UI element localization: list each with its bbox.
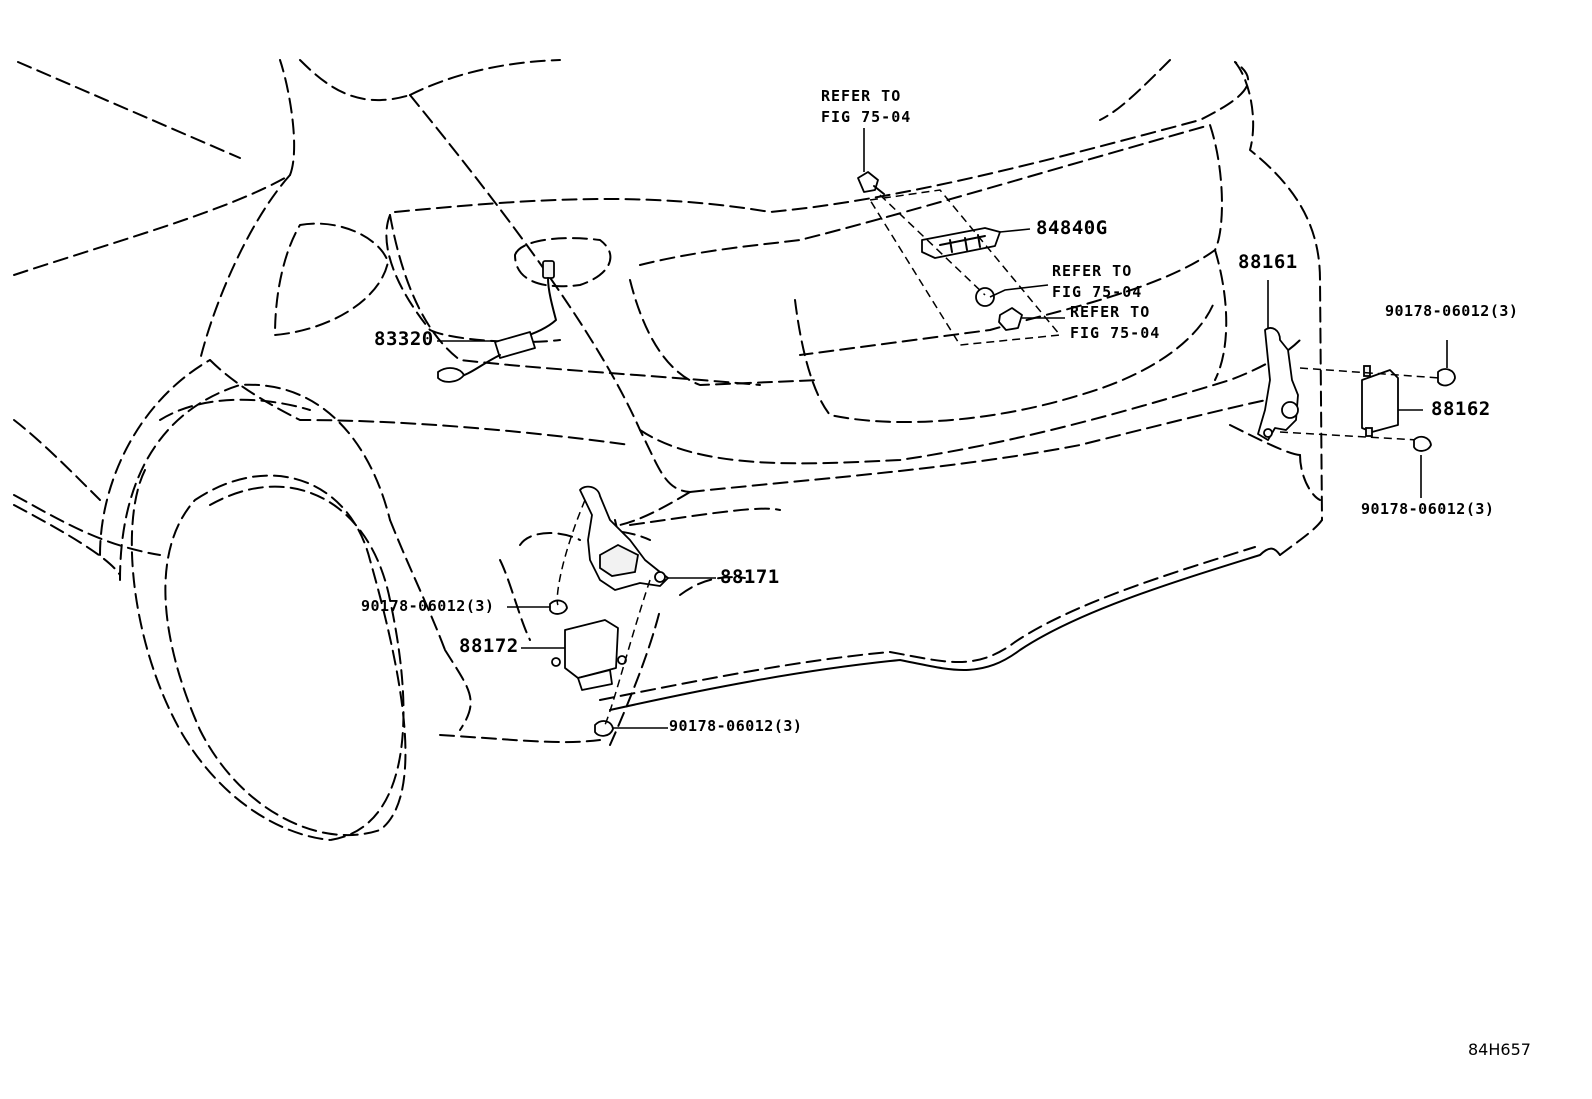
part-88172-sensor xyxy=(549,499,651,737)
callout-88162: 88162 xyxy=(1431,398,1491,420)
refer-to-fig-low: REFER TO FIG 75-04 xyxy=(1070,302,1160,344)
part-88171-bracket xyxy=(579,485,669,591)
callout-clip-right-bottom: 90178-06012(3) xyxy=(1361,500,1495,518)
callout-clip-left-lower: 90178-06012(3) xyxy=(669,717,803,735)
callout-88172: 88172 xyxy=(459,635,519,657)
refer-to-fig-top: REFER TO FIG 75-04 xyxy=(821,86,911,128)
vehicle-body-outline xyxy=(13,59,1323,841)
part-84840g-switch xyxy=(857,171,1062,346)
callout-84840g: 84840G xyxy=(1036,217,1108,239)
refer-text: REFER TO xyxy=(1052,262,1133,280)
refer-to-fig-mid: REFER TO FIG 75-04 xyxy=(1052,261,1142,303)
callout-83320: 83320 xyxy=(374,328,434,350)
fig-ref-text: FIG 75-04 xyxy=(821,108,912,126)
part-88161-bracket xyxy=(1257,327,1299,441)
refer-text: REFER TO xyxy=(821,87,902,105)
fig-ref-text: FIG 75-04 xyxy=(1052,283,1143,301)
part-88162-sensor xyxy=(1279,365,1456,452)
leader-lines xyxy=(437,128,1448,729)
callout-88161: 88161 xyxy=(1238,251,1298,273)
refer-text: REFER TO xyxy=(1070,303,1151,321)
callout-88171: 88171 xyxy=(720,566,780,588)
callout-clip-right-top: 90178-06012(3) xyxy=(1385,302,1519,320)
callout-clip-left-upper: 90178-06012(3) xyxy=(361,597,495,615)
part-83320-sensor xyxy=(437,260,557,383)
fig-ref-text: FIG 75-04 xyxy=(1070,324,1161,342)
diagram-code: 84H657 xyxy=(1468,1040,1531,1059)
